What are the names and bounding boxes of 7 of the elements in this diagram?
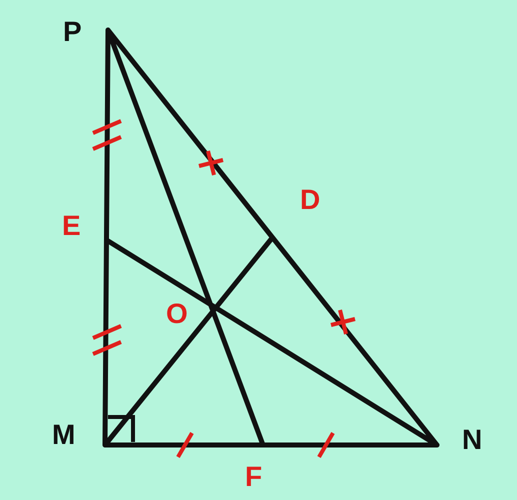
point-label: N — [462, 426, 482, 454]
point-label: D — [300, 186, 320, 214]
point-label: F — [245, 463, 262, 491]
point-label: O — [166, 300, 188, 328]
point-label: M — [52, 421, 76, 449]
point-label: P — [63, 18, 82, 46]
point-label: E — [62, 212, 81, 240]
